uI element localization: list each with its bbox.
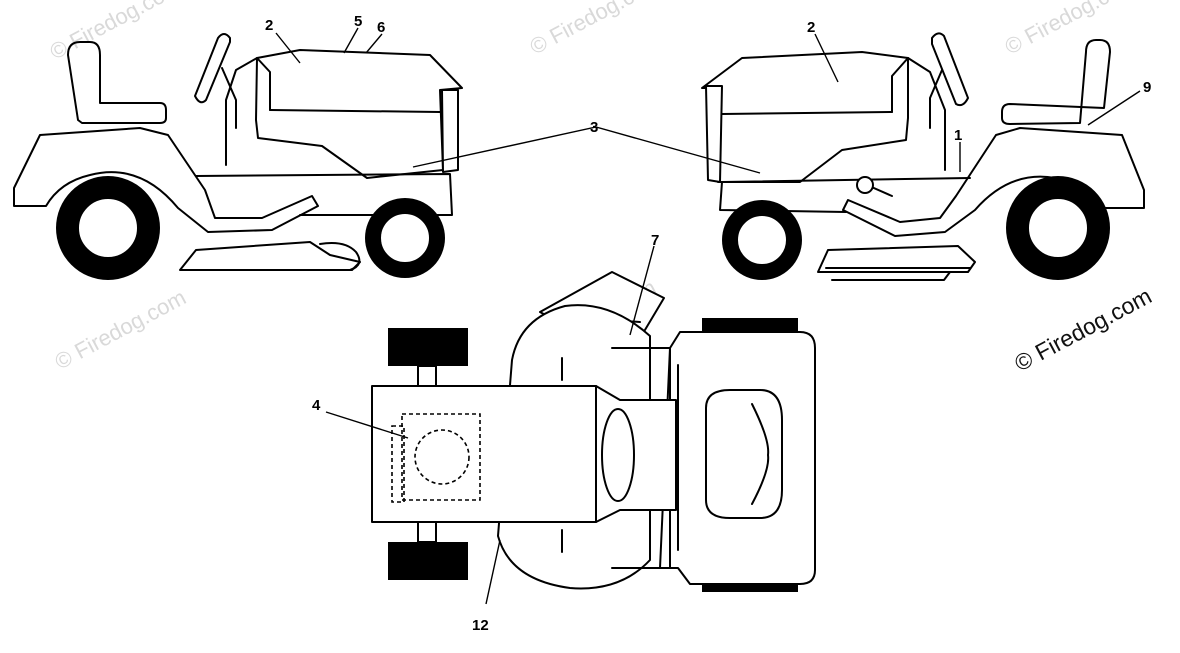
steering-column [221, 67, 237, 129]
callout-9: 9 [1143, 79, 1151, 96]
callout-3: 3 [590, 119, 598, 136]
grille [441, 89, 459, 173]
rear-tire [702, 318, 798, 334]
tractor-left-side-view [13, 33, 463, 280]
watermark-faded: © Firedog.com [46, 0, 185, 64]
watermark-faded: © Firedog.com [1001, 0, 1140, 59]
steering-wheel [931, 32, 969, 107]
steering-wheel [194, 33, 231, 104]
mower-deck [817, 245, 976, 273]
engine-outline [401, 413, 481, 501]
callout-5: 5 [354, 13, 362, 30]
watermark: © Firedog.com [1010, 282, 1156, 376]
hood [255, 49, 463, 179]
steering-wheel [601, 408, 635, 502]
seat [705, 389, 783, 519]
callout-1: 1 [954, 127, 962, 144]
hood [371, 385, 597, 523]
front-tire [388, 328, 468, 366]
callout-7: 7 [651, 232, 659, 249]
front-tire [388, 542, 468, 580]
seat-back [1001, 39, 1111, 125]
tractor-top-view [371, 271, 816, 592]
callout-2: 2 [265, 17, 273, 34]
callout-4: 4 [312, 397, 321, 414]
seat-back [67, 41, 167, 124]
tractor-right-side-view [701, 32, 1145, 281]
callout-6: 6 [377, 19, 385, 36]
watermark-faded: © Firedog.com [526, 0, 665, 59]
mower-deck [179, 241, 361, 271]
callout-2: 2 [807, 19, 815, 36]
callout-12: 12 [472, 617, 489, 634]
steering-column [929, 69, 943, 129]
discharge-chute [319, 242, 361, 271]
hood [701, 51, 909, 183]
leader-lines [275, 27, 1141, 605]
rear-fender [13, 127, 319, 233]
grille [705, 85, 723, 183]
watermark-faded: © Firedog.com [51, 284, 190, 374]
